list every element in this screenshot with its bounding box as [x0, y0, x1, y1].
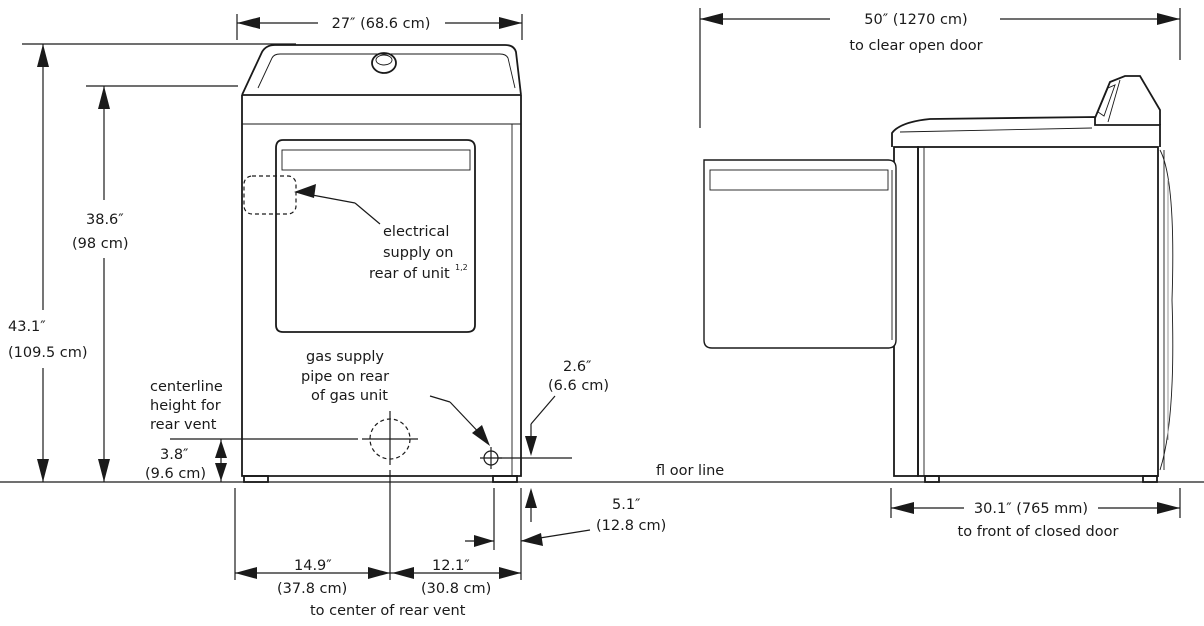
vent-height-cm: (9.6 cm) — [145, 466, 206, 482]
vent-right-in: 12.1″ — [432, 558, 470, 574]
side-open-door — [703, 159, 897, 349]
cabinet-height-cm: (98 cm) — [72, 236, 128, 252]
vent-right-cm: (30.8 cm) — [421, 581, 491, 597]
vent-position-dimensions: 14.9″ (37.8 cm) 12.1″ (30.8 cm) to cente… — [234, 470, 521, 619]
front-width-label: 27″ (68.6 cm) — [332, 16, 431, 32]
gas-side-dimension: 5.1″ (12.8 cm) — [465, 488, 666, 580]
side-lid-outline — [891, 116, 1161, 147]
front-foot-right — [492, 475, 518, 483]
side-front-panel — [893, 146, 919, 477]
gas-height-in: 2.6″ — [563, 359, 592, 375]
electrical-label-1: electrical — [383, 224, 449, 240]
depth-note: to front of closed door — [958, 524, 1119, 540]
front-foot-left — [243, 475, 269, 483]
electrical-label-3: rear of unit — [369, 266, 450, 282]
electrical-callout: electrical supply on rear of unit 1,2 — [294, 184, 468, 282]
front-door-handle — [281, 149, 471, 171]
side-door-handle — [709, 169, 889, 191]
depth-dimension: 30.1″ (765 mm) to front of closed door — [890, 488, 1181, 540]
cabinet-height-in: 38.6″ — [86, 212, 124, 228]
electrical-supply-marker — [243, 175, 297, 215]
electrical-label-sup: 1,2 — [455, 263, 468, 272]
vent-height-in: 3.8″ — [160, 447, 189, 463]
vent-label-1: centerline — [150, 379, 223, 395]
door-clearance-note: to clear open door — [849, 38, 982, 54]
door-clearance-dimension: 50″ (1270 cm) to clear open door — [699, 8, 1181, 128]
front-door-outline — [275, 139, 476, 333]
vent-center-note: to center of rear vent — [310, 603, 466, 619]
overall-height-dimension: 43.1″ (109.5 cm) — [8, 43, 296, 482]
gas-side-in: 5.1″ — [612, 497, 641, 513]
vent-left-cm: (37.8 cm) — [277, 581, 347, 597]
front-view-dryer — [241, 44, 522, 483]
floor-line-label: fl oor line — [656, 463, 724, 479]
side-foot-front — [924, 475, 940, 483]
gas-side-cm: (12.8 cm) — [596, 518, 666, 534]
side-cabinet-outline — [917, 146, 1159, 477]
gas-supply-callout: gas supply pipe on rear of gas unit — [301, 349, 490, 446]
gas-label-2: pipe on rear — [301, 369, 389, 385]
side-view-dryer — [703, 75, 1174, 483]
vent-label-3: rear vent — [150, 417, 217, 433]
depth-label: 30.1″ (765 mm) — [974, 501, 1088, 517]
gas-height-cm: (6.6 cm) — [548, 378, 609, 394]
side-console-outline — [1094, 75, 1161, 125]
gas-label-3: of gas unit — [311, 388, 388, 404]
overall-height-cm: (109.5 cm) — [8, 345, 88, 361]
electrical-label-2: supply on — [383, 245, 453, 261]
overall-height-in: 43.1″ — [8, 319, 46, 335]
side-foot-rear — [1142, 475, 1158, 483]
door-clearance-label: 50″ (1270 cm) — [864, 12, 967, 28]
front-cabinet-outline — [241, 95, 522, 477]
front-width-dimension: 27″ (68.6 cm) — [236, 14, 523, 40]
vent-left-in: 14.9″ — [294, 558, 332, 574]
vent-label-2: height for — [150, 398, 221, 414]
vent-height-dimension: centerline height for rear vent 3.8″ (9.… — [145, 379, 358, 482]
front-console-outline — [241, 44, 522, 96]
cabinet-height-dimension: 38.6″ (98 cm) — [72, 85, 238, 482]
gas-label-1: gas supply — [306, 349, 384, 365]
gas-height-dimension: 2.6″ (6.6 cm) — [498, 359, 609, 459]
control-knob-icon — [371, 52, 397, 74]
front-console-inner — [257, 53, 516, 89]
